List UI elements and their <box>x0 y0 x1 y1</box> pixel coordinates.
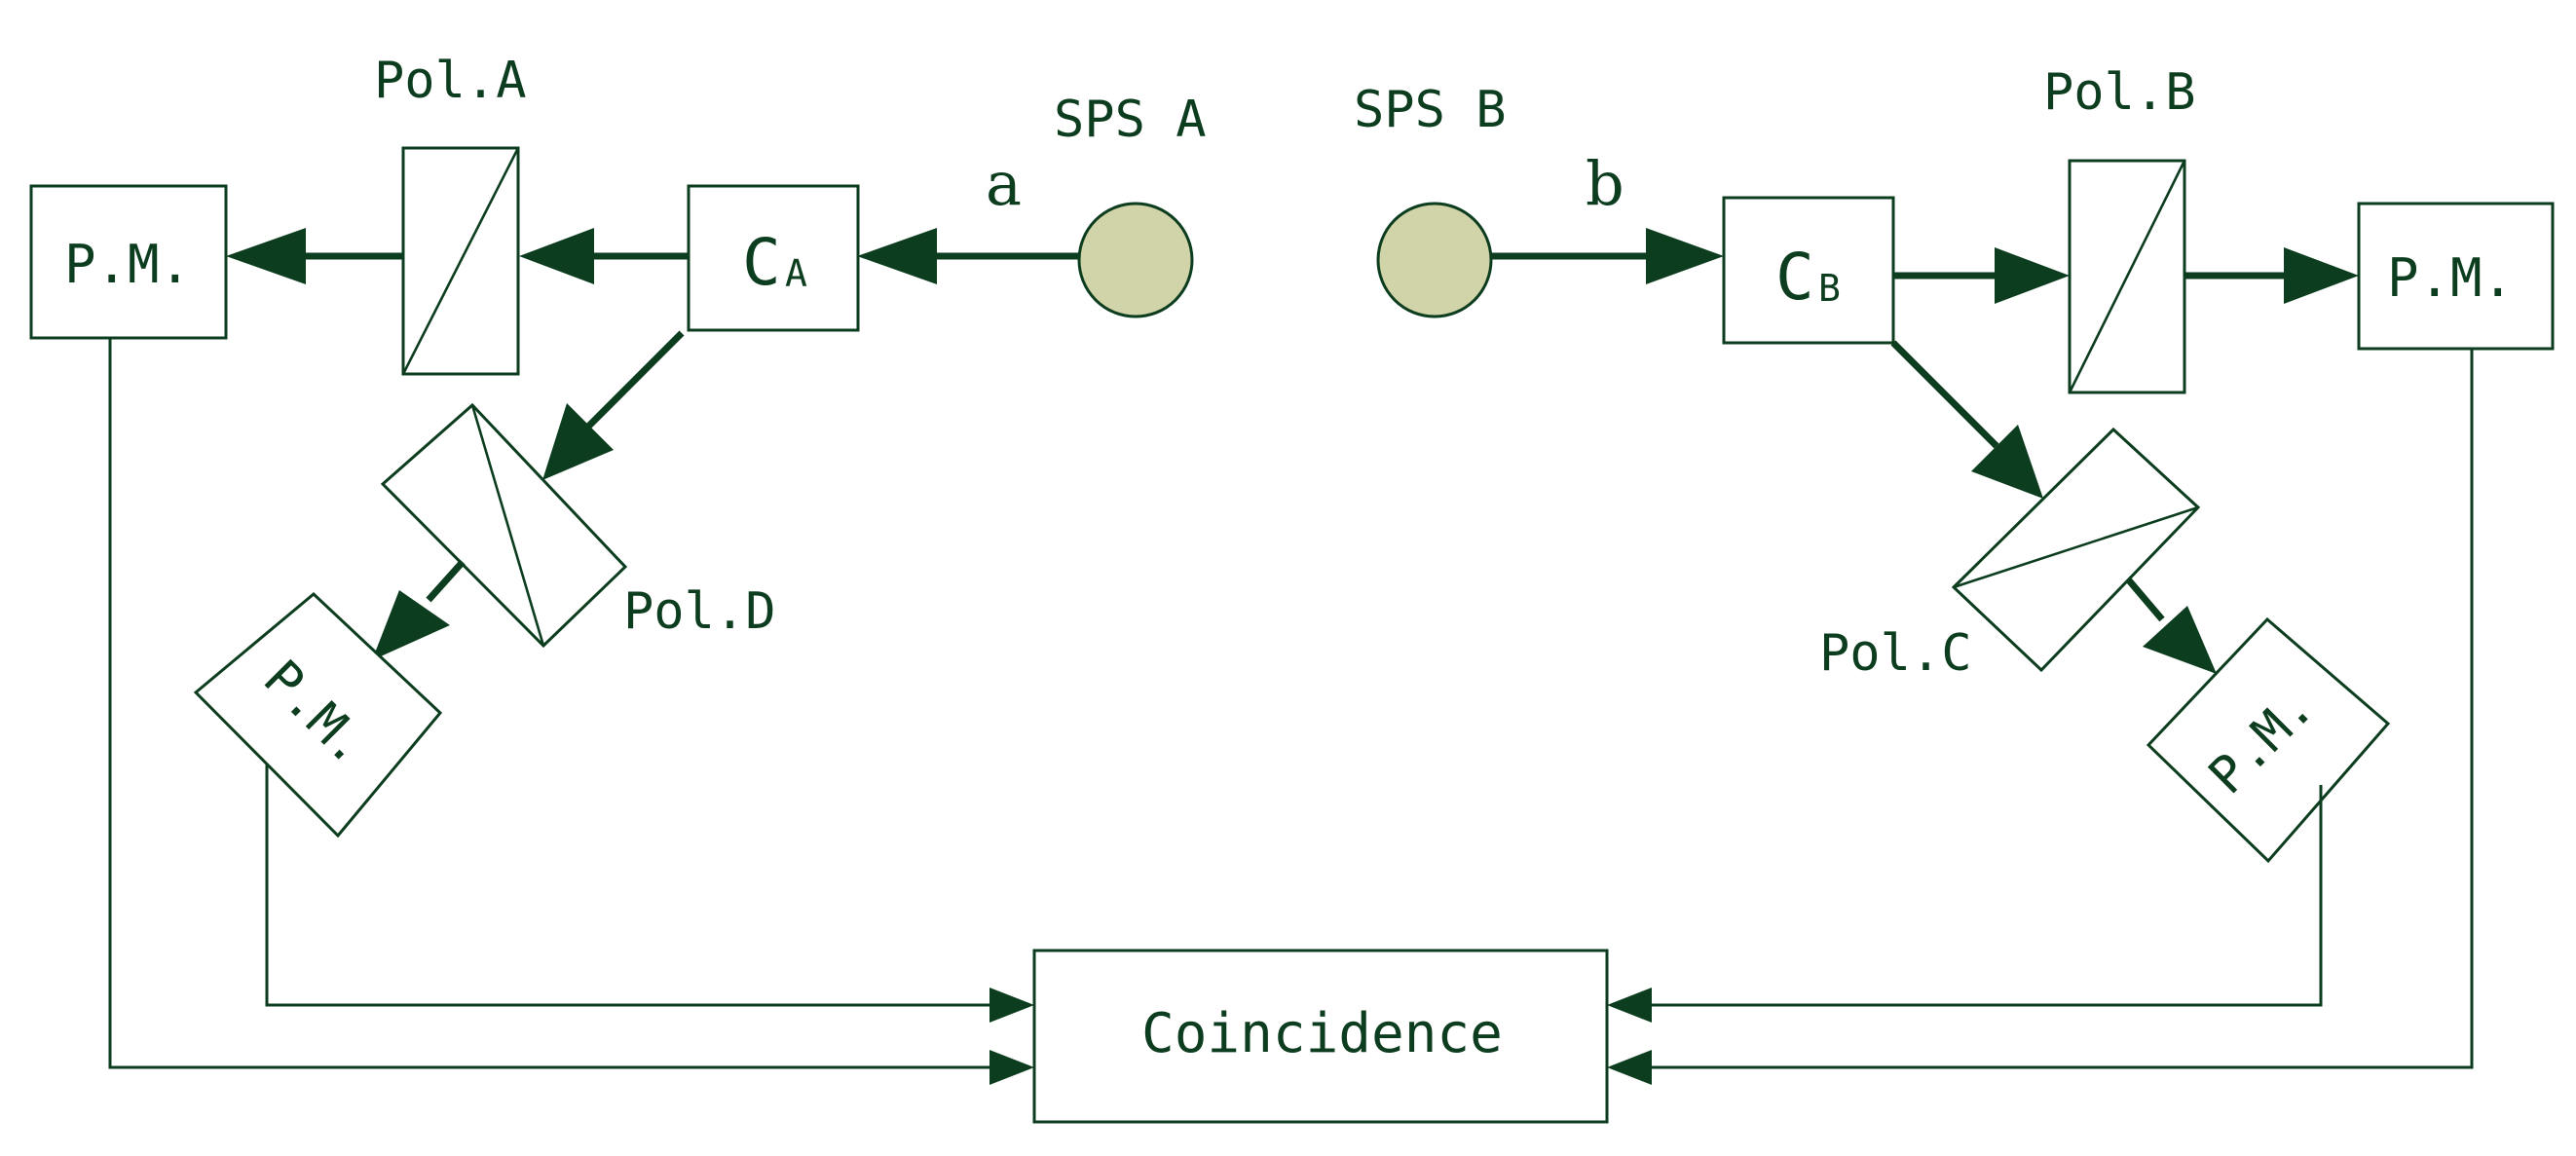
polarizer-b-diagonal <box>2068 160 2186 393</box>
pm-lower-left-box <box>193 591 443 839</box>
wire-pm-lower-left <box>265 764 991 1007</box>
beam-b-arrowhead <box>1646 228 1724 284</box>
polarizer-c-label: Pol.C <box>1819 624 1972 683</box>
beam-cb-polc-line <box>1890 340 1999 449</box>
coincidence-label: Coincidence <box>1141 1002 1503 1065</box>
coupler-b-label: C <box>1775 240 1814 315</box>
coupler-a-subscript: A <box>785 252 807 295</box>
beam-cb-polc-arrowhead <box>1971 425 2043 499</box>
pm-right-box <box>2357 202 2555 351</box>
beam-pold-pm-line <box>426 559 466 603</box>
polarizer-b-label: Pol.B <box>2043 63 2196 122</box>
wire-pm-lower-left-arrowhead <box>989 988 1034 1023</box>
beam-ca-pold-line <box>583 330 685 431</box>
pm-lower-right-box <box>2146 616 2391 864</box>
coupler-b-box <box>1722 196 1895 345</box>
wire-pm-left <box>108 338 991 1069</box>
beam-pola-pm-arrowhead <box>226 228 306 284</box>
polarizer-d-diagonal <box>470 404 545 647</box>
coupler-a-box <box>687 184 860 332</box>
polarizer-d-label: Pol.D <box>623 582 776 641</box>
wire-pm-left-arrowhead <box>989 1050 1034 1085</box>
pm-left-box <box>29 184 228 340</box>
pm-left-label: P.M. <box>64 234 191 295</box>
beam-cb-polb-arrowhead <box>1995 247 2070 304</box>
coupler-b-subscript: B <box>1818 267 1841 310</box>
source-b-circle <box>1376 202 1493 318</box>
polarizer-d <box>380 402 628 649</box>
source-a-circle <box>1077 202 1194 318</box>
beam-polc-pm-arrowhead <box>2143 606 2217 674</box>
beam-polb-pm-arrowhead <box>2284 247 2359 304</box>
source-a-label: SPS A <box>1054 91 1207 149</box>
wire-pm-right <box>1650 349 2474 1069</box>
coincidence-box <box>1032 949 1609 1124</box>
polarizer-c-diagonal <box>1953 505 2199 589</box>
polarizer-a-diagonal <box>401 147 520 375</box>
polarizer-a-label: Pol.A <box>374 52 527 110</box>
pm-right-label: P.M. <box>2387 247 2514 309</box>
beam-a-arrowhead <box>857 228 937 284</box>
beam-a-label: a <box>986 148 1022 219</box>
wire-pm-lower-right-arrowhead <box>1607 988 1652 1023</box>
wire-pm-right-arrowhead <box>1607 1050 1652 1085</box>
beam-ca-pold-arrowhead <box>542 403 614 480</box>
beam-ca-pola-arrowhead <box>519 228 594 284</box>
beam-b-label: b <box>1586 148 1624 219</box>
wire-pm-lower-right <box>1650 785 2323 1007</box>
beam-pold-pm-arrowhead <box>372 590 450 660</box>
beam-polc-pm-line <box>2126 578 2165 622</box>
source-b-label: SPS B <box>1354 81 1507 139</box>
coupler-a-label: C <box>742 225 781 300</box>
